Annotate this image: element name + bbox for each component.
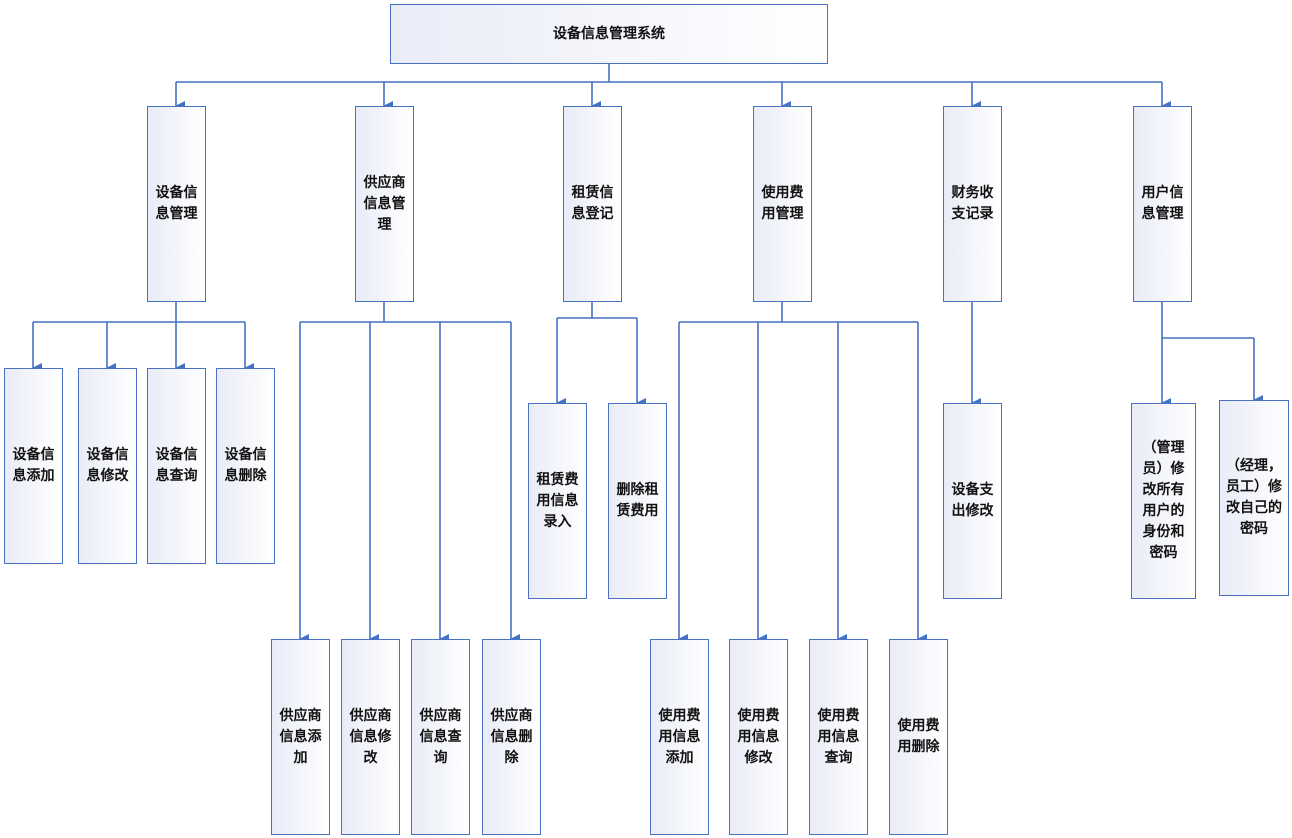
leaf-supplier-delete: 供应商信息删除 — [482, 639, 541, 835]
leaf-label: 使用费用信息查询 — [817, 707, 860, 766]
leaf-equipment-query: 设备信息查询 — [147, 368, 206, 564]
module-label: 用户信息管理 — [1141, 185, 1184, 222]
leaf-label: 设备信息查询 — [155, 447, 198, 484]
leaf-usage-fee-query: 使用费用信息查询 — [809, 639, 868, 835]
module-label: 供应商信息管理 — [363, 174, 406, 233]
module-label: 租赁信息登记 — [571, 185, 614, 222]
leaf-label: 供应商信息修改 — [349, 707, 392, 766]
leaf-label: 删除租赁费用 — [616, 482, 659, 519]
module-label: 设备信息管理 — [155, 185, 198, 222]
leaf-equipment-delete: 设备信息删除 — [216, 368, 275, 564]
module-supplier-info: 供应商信息管理 — [355, 106, 414, 302]
leaf-label: 供应商信息删除 — [490, 707, 533, 766]
leaf-supplier-query: 供应商信息查询 — [411, 639, 470, 835]
leaf-supplier-add: 供应商信息添加 — [271, 639, 330, 835]
leaf-label: 设备信息删除 — [224, 447, 267, 484]
leaf-usage-fee-modify: 使用费用信息修改 — [729, 639, 788, 835]
leaf-supplier-modify: 供应商信息修改 — [341, 639, 400, 835]
leaf-label: 使用费用信息修改 — [737, 707, 780, 766]
leaf-label: （经理，员工）修改自己的密码 — [1226, 458, 1282, 537]
leaf-staff-modify-own-password: （经理，员工）修改自己的密码 — [1219, 400, 1289, 596]
root-node: 设备信息管理系统 — [390, 4, 828, 64]
module-label: 使用费用管理 — [761, 185, 804, 222]
leaf-label: （管理员）修改所有用户的身份和密码 — [1142, 440, 1185, 561]
leaf-label: 设备信息添加 — [12, 447, 55, 484]
leaf-equipment-modify: 设备信息修改 — [78, 368, 137, 564]
leaf-lease-fee-delete: 删除租赁费用 — [608, 403, 667, 599]
leaf-lease-fee-entry: 租赁费用信息录入 — [528, 403, 587, 599]
module-usage-fee: 使用费用管理 — [753, 106, 812, 302]
leaf-label: 设备支出修改 — [951, 482, 994, 519]
module-finance-record: 财务收支记录 — [943, 106, 1002, 302]
leaf-label: 设备信息修改 — [86, 447, 129, 484]
leaf-equipment-expense-modify: 设备支出修改 — [943, 403, 1002, 599]
module-user-info: 用户信息管理 — [1133, 106, 1192, 302]
leaf-label: 租赁费用信息录入 — [536, 471, 579, 530]
leaf-usage-fee-delete: 使用费用删除 — [889, 639, 948, 835]
leaf-admin-modify-users: （管理员）修改所有用户的身份和密码 — [1131, 403, 1196, 599]
module-label: 财务收支记录 — [951, 185, 994, 222]
leaf-label: 供应商信息查询 — [419, 707, 462, 766]
leaf-label: 使用费用删除 — [897, 718, 940, 755]
leaf-label: 使用费用信息添加 — [658, 707, 701, 766]
leaf-label: 供应商信息添加 — [279, 707, 322, 766]
module-equipment-info: 设备信息管理 — [147, 106, 206, 302]
leaf-equipment-add: 设备信息添加 — [4, 368, 63, 564]
module-lease-register: 租赁信息登记 — [563, 106, 622, 302]
leaf-usage-fee-add: 使用费用信息添加 — [650, 639, 709, 835]
root-label: 设备信息管理系统 — [553, 26, 665, 42]
